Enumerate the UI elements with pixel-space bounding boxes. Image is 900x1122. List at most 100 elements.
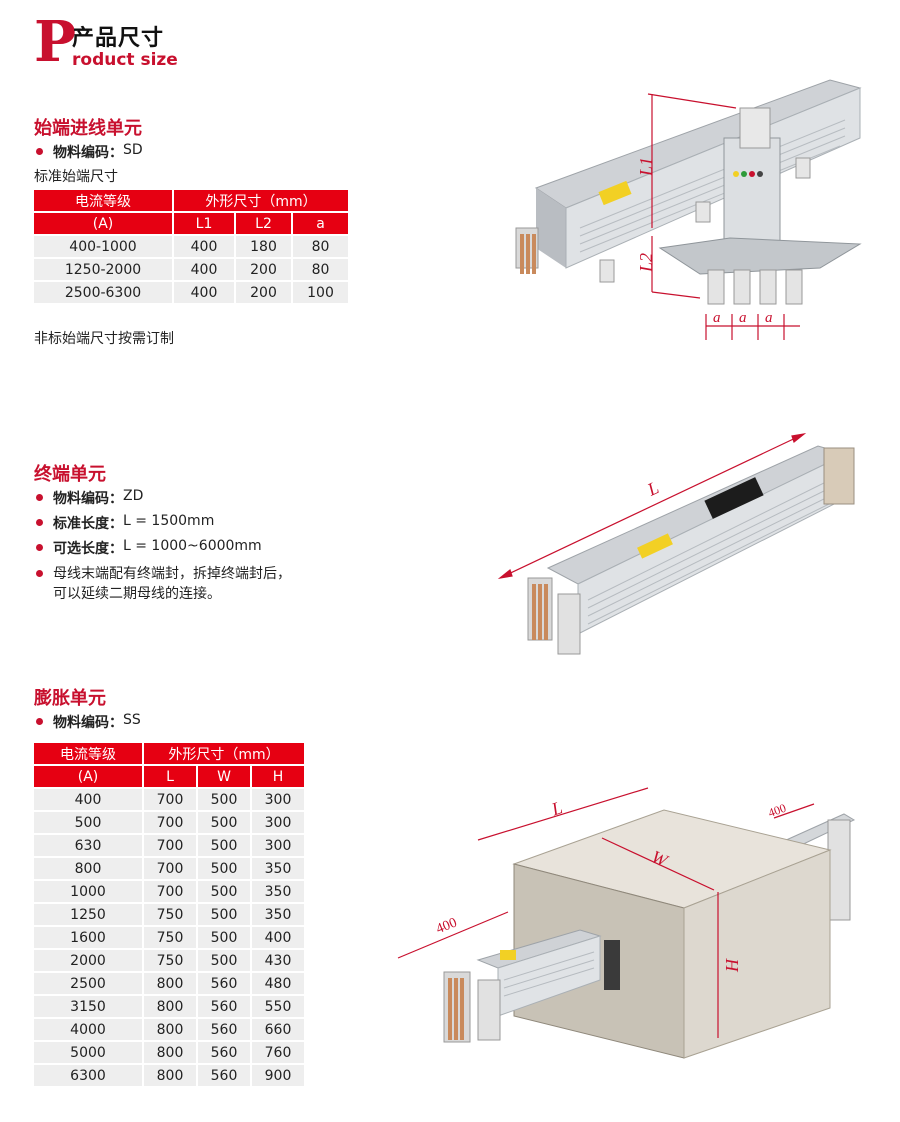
table-cell: 400 [252, 927, 304, 948]
table-cell: 500 [198, 881, 250, 902]
table-cell: 500 [198, 950, 250, 971]
dim-label-a: a [739, 310, 747, 326]
table-cell: 500 [198, 927, 250, 948]
bullet-value: ZD [123, 488, 144, 504]
std-size-label: 标准始端尺寸 [34, 169, 118, 185]
section-title-start-unit: 始端进线单元 [34, 118, 142, 139]
table-cell: 800 [144, 1065, 196, 1086]
table-header: 外形尺寸（mm） [144, 743, 304, 764]
table-cell: 400-1000 [34, 236, 172, 257]
table-cell: 800 [34, 858, 142, 879]
table-header: 电流等级 [34, 743, 142, 764]
table-cell: 300 [252, 789, 304, 810]
table-cell: 200 [236, 259, 291, 280]
table-header: (A) [34, 766, 142, 787]
table-cell: 3150 [34, 996, 142, 1017]
table-cell: 500 [198, 789, 250, 810]
table-header: L1 [174, 213, 234, 234]
table-cell: 1000 [34, 881, 142, 902]
expansion-unit-illustration: L W H 400 400 [397, 787, 856, 1059]
table-cell: 800 [144, 1042, 196, 1063]
table-cell: 2000 [34, 950, 142, 971]
optional-length: 可选长度： L = 1000~6000mm [34, 538, 262, 558]
material-value: SD [123, 142, 143, 158]
bullet-label: 物料编码： [53, 491, 123, 507]
table-cell: 750 [144, 950, 196, 971]
table-cell: 4000 [34, 1019, 142, 1040]
bullet-label: 可选长度： [53, 541, 123, 557]
table-header: L2 [236, 213, 291, 234]
table-cell: 100 [293, 282, 348, 303]
bullet-dot [36, 570, 43, 577]
table-cell: 660 [252, 1019, 304, 1040]
table-cell: 500 [198, 904, 250, 925]
section-title-expansion-unit: 膨胀单元 [34, 688, 106, 709]
start-unit-illustration: L1 L2 a a a [515, 79, 862, 340]
table-cell: 700 [144, 789, 196, 810]
section-title-end-unit: 终端单元 [34, 464, 106, 485]
table-cell: 80 [293, 259, 348, 280]
table-cell: 500 [198, 812, 250, 833]
bullet-dot [36, 718, 43, 725]
table-cell: 2500 [34, 973, 142, 994]
table-cell: 480 [252, 973, 304, 994]
bullet-dot [36, 148, 43, 155]
table-cell: 80 [293, 236, 348, 257]
end-unit-illustration: L [497, 433, 855, 655]
table-header: 外形尺寸（mm） [174, 190, 348, 211]
table-cell: 2500-6300 [34, 282, 172, 303]
table-cell: 630 [34, 835, 142, 856]
table-cell: 400 [174, 282, 234, 303]
table-cell: 750 [144, 904, 196, 925]
table-cell: 500 [198, 858, 250, 879]
table-header: H [252, 766, 304, 787]
material-label: 物料编码： [53, 715, 123, 731]
material-code-sd: 物料编码： SD [34, 142, 143, 162]
table-cell: 700 [144, 858, 196, 879]
table-cell: 700 [144, 812, 196, 833]
page-title: 产品尺寸 [72, 26, 165, 51]
table-cell: 1600 [34, 927, 142, 948]
table-cell: 560 [198, 1042, 250, 1063]
table-cell: 800 [144, 1019, 196, 1040]
table-cell: 560 [198, 996, 250, 1017]
dim-label-l1: L1 [636, 157, 656, 177]
bullet-dot [36, 519, 43, 526]
dim-label-400-right: 400 [766, 801, 788, 820]
table-cell: 800 [144, 973, 196, 994]
custom-size-note: 非标始端尺寸按需订制 [34, 331, 174, 347]
table-cell: 550 [252, 996, 304, 1017]
bullet-value: L = 1000~6000mm [123, 538, 262, 554]
dim-label-l2: L2 [636, 253, 656, 273]
bullet-label: 标准长度： [53, 516, 123, 532]
table-cell: 400 [174, 236, 234, 257]
dim-label-l: L [643, 477, 661, 500]
bullet-dot [36, 494, 43, 501]
table-cell: 900 [252, 1065, 304, 1086]
table-cell: 350 [252, 858, 304, 879]
table-header: 电流等级 [34, 190, 172, 211]
dim-label-400-left: 400 [434, 915, 459, 937]
table-cell: 700 [144, 881, 196, 902]
table-cell: 700 [144, 835, 196, 856]
table-cell: 750 [144, 927, 196, 948]
dim-label-a: a [713, 310, 721, 326]
end-cap-description: 母线末端配有终端封，拆掉终端封后， 可以延续二期母线的连接。 [34, 564, 291, 604]
table-cell: 400 [34, 789, 142, 810]
table-cell: 430 [252, 950, 304, 971]
table-cell: 5000 [34, 1042, 142, 1063]
table-header: W [198, 766, 250, 787]
